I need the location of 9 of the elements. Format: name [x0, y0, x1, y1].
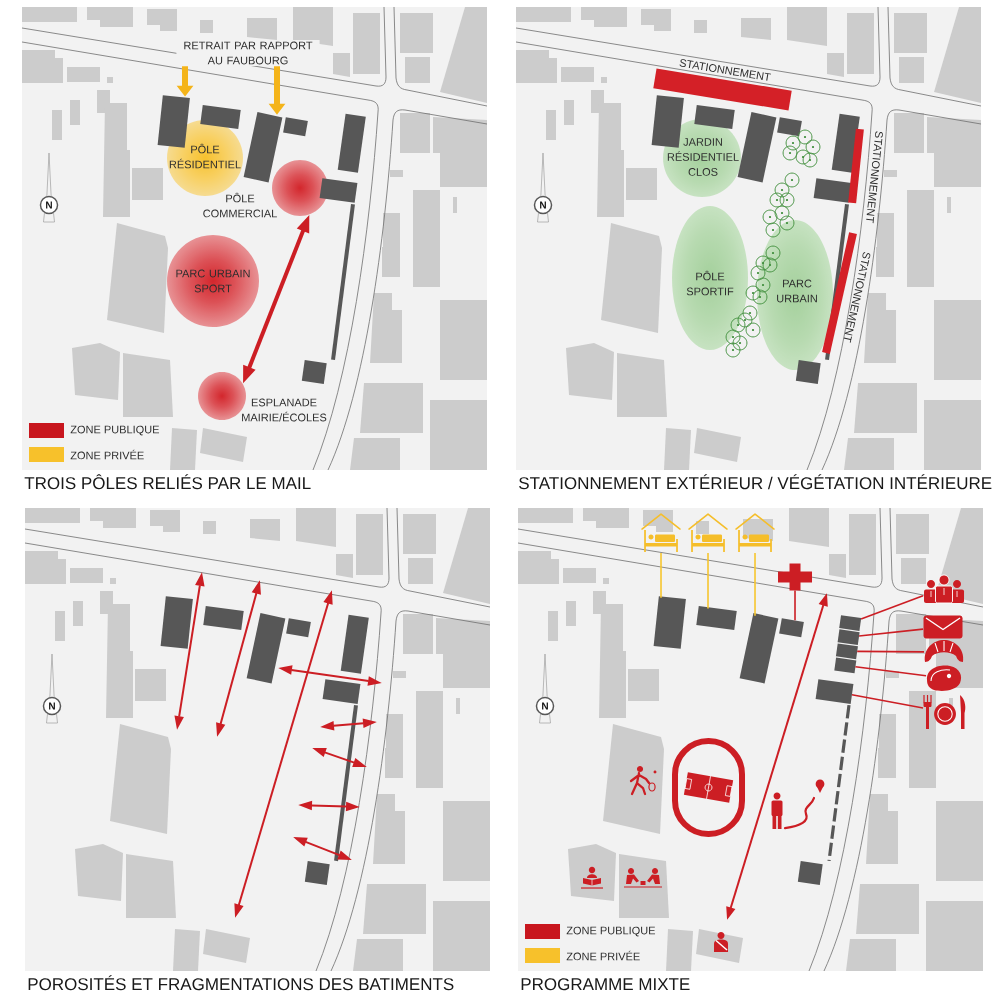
node-label: POROSITÉS ET FRAGMENTATIONS DES BATIMENTS — [28, 975, 454, 991]
node-label: TROIS PÔLES RELIÉS PAR LE MAIL — [24, 474, 311, 490]
node-label: PROGRAMME MIXTE — [521, 978, 690, 991]
node-label: STATIONNEMENT — [866, 131, 883, 224]
node-label: STATIONNEMENT EXTÉRIEUR / VÉGÉTATION INTÉRIEURE — [519, 474, 992, 490]
legend-label: ZONE PUBLIQUE — [566, 926, 656, 937]
legend-label: ZONE PUBLIQUE — [70, 425, 159, 436]
legend-label: ZONE PRIVÉE — [70, 449, 144, 460]
legend-label: ZONE PRIVÉE — [566, 950, 640, 961]
